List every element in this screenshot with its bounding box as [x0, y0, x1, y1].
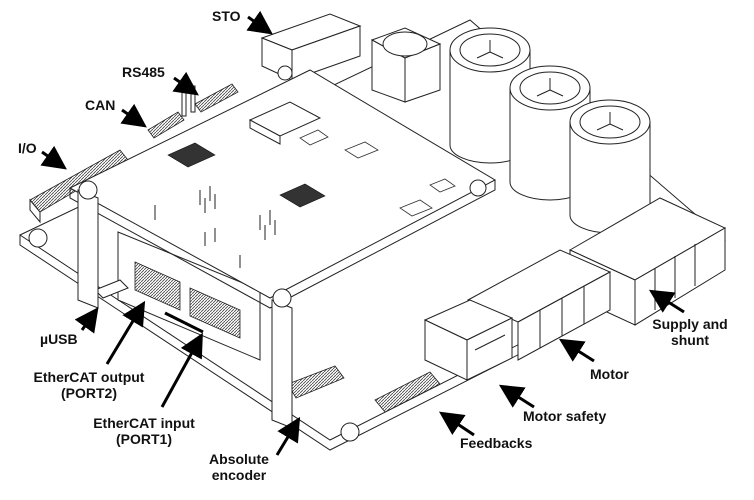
ethercat-port2-jack	[134, 261, 181, 311]
ethercat-input-arrow	[160, 332, 203, 408]
sto-connector	[260, 13, 362, 81]
can-connector	[147, 111, 185, 139]
control-pcb	[68, 69, 497, 429]
absolute-encoder-connector	[287, 365, 345, 399]
mounting-hole	[340, 422, 360, 442]
feedbacks-connector	[374, 371, 441, 413]
label-supply-shunt-line2: shunt	[670, 332, 710, 348]
label-ethercat-output-line1: EtherCAT output	[33, 369, 145, 385]
label-can: CAN	[85, 97, 116, 113]
motor-safety-connector	[423, 299, 514, 381]
usb-connector	[94, 279, 129, 299]
inductor	[370, 27, 442, 103]
feedbacks-arrow	[439, 411, 475, 437]
callout-arrows	[40, 10, 685, 456]
rs485-arrow	[172, 71, 199, 96]
label-io: I/O	[18, 140, 37, 156]
ethercat-port1-jack	[189, 287, 241, 339]
label-ethercat-output: EtherCAT output (PORT2)	[24, 369, 154, 401]
capacitor-3	[569, 99, 651, 234]
label-ethercat-input-line1: EtherCAT input	[93, 415, 195, 431]
usb-arrow	[74, 307, 99, 334]
ethercat-input-bracket	[164, 311, 204, 334]
label-ethercat-output-line2: (PORT2)	[61, 385, 117, 401]
ethercat-output-arrow	[105, 300, 146, 365]
label-absolute-encoder: Absolute encoder	[204, 451, 274, 483]
label-supply-shunt-line1: Supply and	[652, 316, 728, 332]
label-motor: Motor	[590, 366, 629, 382]
label-absolute-encoder-line2: encoder	[211, 467, 267, 483]
label-ethercat-input: EtherCAT input (PORT1)	[84, 415, 204, 447]
io-arrow	[40, 145, 67, 170]
ethercat-ports	[117, 231, 261, 361]
label-sto: STO	[212, 8, 241, 24]
label-motor-safety: Motor safety	[523, 408, 607, 424]
motor-safety-arrow	[498, 384, 535, 409]
can-arrow	[120, 103, 147, 128]
label-rs485: RS485	[122, 64, 165, 80]
motor-arrow	[558, 338, 595, 363]
supply-shunt-arrow	[648, 289, 685, 314]
label-supply-shunt: Supply and shunt	[640, 316, 740, 348]
label-absolute-encoder-line1: Absolute	[209, 451, 269, 467]
label-ethercat-input-line2: (PORT1)	[116, 431, 172, 447]
motor-connector	[466, 249, 612, 361]
absolute-encoder-arrow	[275, 416, 301, 456]
label-usb: µUSB	[40, 331, 78, 347]
mounting-hole	[28, 228, 48, 248]
sto-arrow	[246, 10, 273, 35]
label-feedbacks: Feedbacks	[460, 435, 533, 451]
